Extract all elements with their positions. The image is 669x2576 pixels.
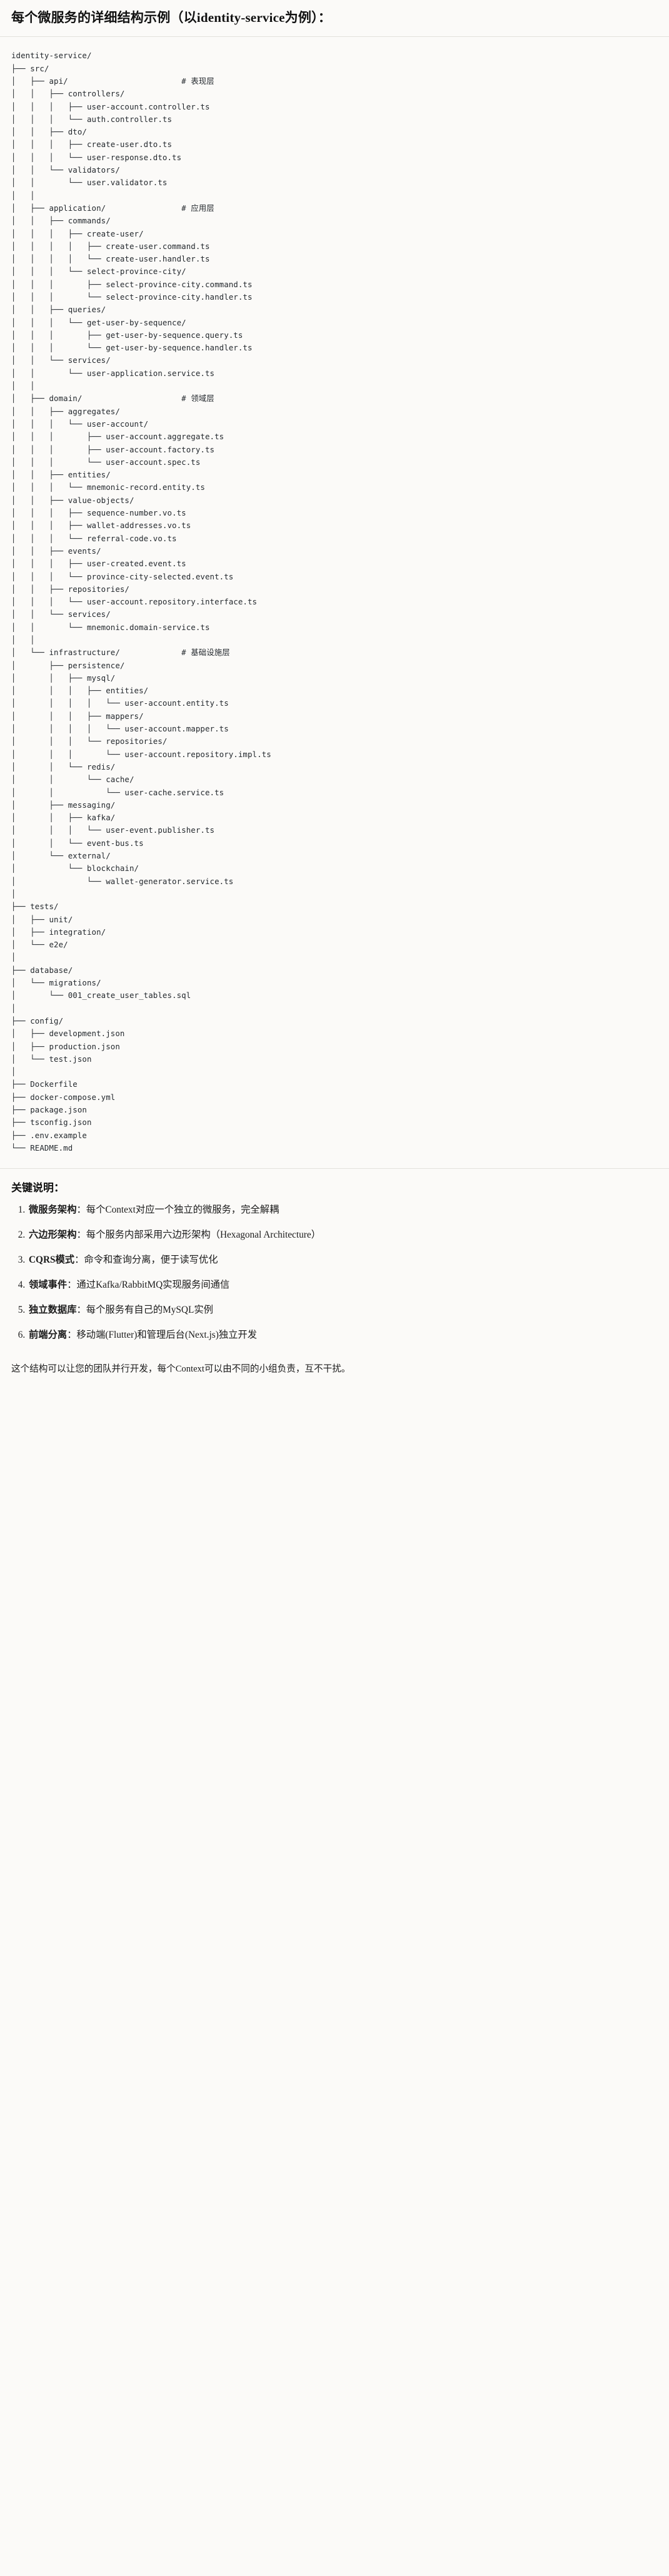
key-points-heading: 关键说明： — [11, 1182, 64, 1194]
key-point-term: 前端分离 — [29, 1329, 68, 1340]
key-point-desc: ：每个服务有自己的MySQL实例 — [76, 1304, 213, 1315]
document-page: 每个微服务的详细结构示例（以identity-service为例）： ident… — [0, 0, 669, 1377]
list-item: CQRS模式：命令和查询分离，便于读写优化 — [28, 1253, 658, 1268]
key-points-list: 微服务架构：每个Context对应一个独立的微服务，完全解耦 六边形架构：每个服… — [11, 1203, 658, 1343]
key-point-desc: ：每个Context对应一个独立的微服务，完全解耦 — [76, 1204, 279, 1216]
directory-tree: identity-service/ ├── src/ │ ├── api/ # … — [11, 51, 271, 1153]
key-point-term: CQRS模式 — [29, 1255, 75, 1266]
list-item: 六边形架构：每个服务内部采用六边形架构（Hexagonal Architectu… — [28, 1228, 658, 1243]
tree-divider — [0, 1168, 669, 1169]
list-item: 微服务架构：每个Context对应一个独立的微服务，完全解耦 — [28, 1203, 658, 1218]
key-point-term: 微服务架构 — [29, 1204, 77, 1216]
key-point-term: 独立数据库 — [29, 1304, 77, 1315]
key-point-desc: ：每个服务内部采用六边形架构（Hexagonal Architecture） — [76, 1229, 321, 1241]
closing-paragraph: 这个结构可以让您的团队并行开发，每个Context可以由不同的小组负责，互不干扰… — [11, 1363, 351, 1374]
key-point-term: 领域事件 — [29, 1279, 68, 1290]
key-point-desc: ：通过Kafka/RabbitMQ实现服务间通信 — [67, 1279, 230, 1290]
key-points-section: 关键说明： 微服务架构：每个Context对应一个独立的微服务，完全解耦 六边形… — [0, 1169, 669, 1358]
key-point-term: 六边形架构 — [29, 1229, 77, 1241]
list-item: 前端分离：移动端(Flutter)和管理后台(Next.js)独立开发 — [28, 1328, 658, 1343]
page-title: 每个微服务的详细结构示例（以identity-service为例）： — [11, 10, 331, 25]
list-item: 独立数据库：每个服务有自己的MySQL实例 — [28, 1303, 658, 1318]
key-point-desc: ：命令和查询分离，便于读写优化 — [74, 1255, 218, 1266]
directory-tree-block: identity-service/ ├── src/ │ ├── api/ # … — [0, 37, 669, 1169]
title-divider — [0, 36, 669, 38]
key-point-desc: ：移动端(Flutter)和管理后台(Next.js)独立开发 — [67, 1329, 257, 1340]
list-item: 领域事件：通过Kafka/RabbitMQ实现服务间通信 — [28, 1278, 658, 1293]
